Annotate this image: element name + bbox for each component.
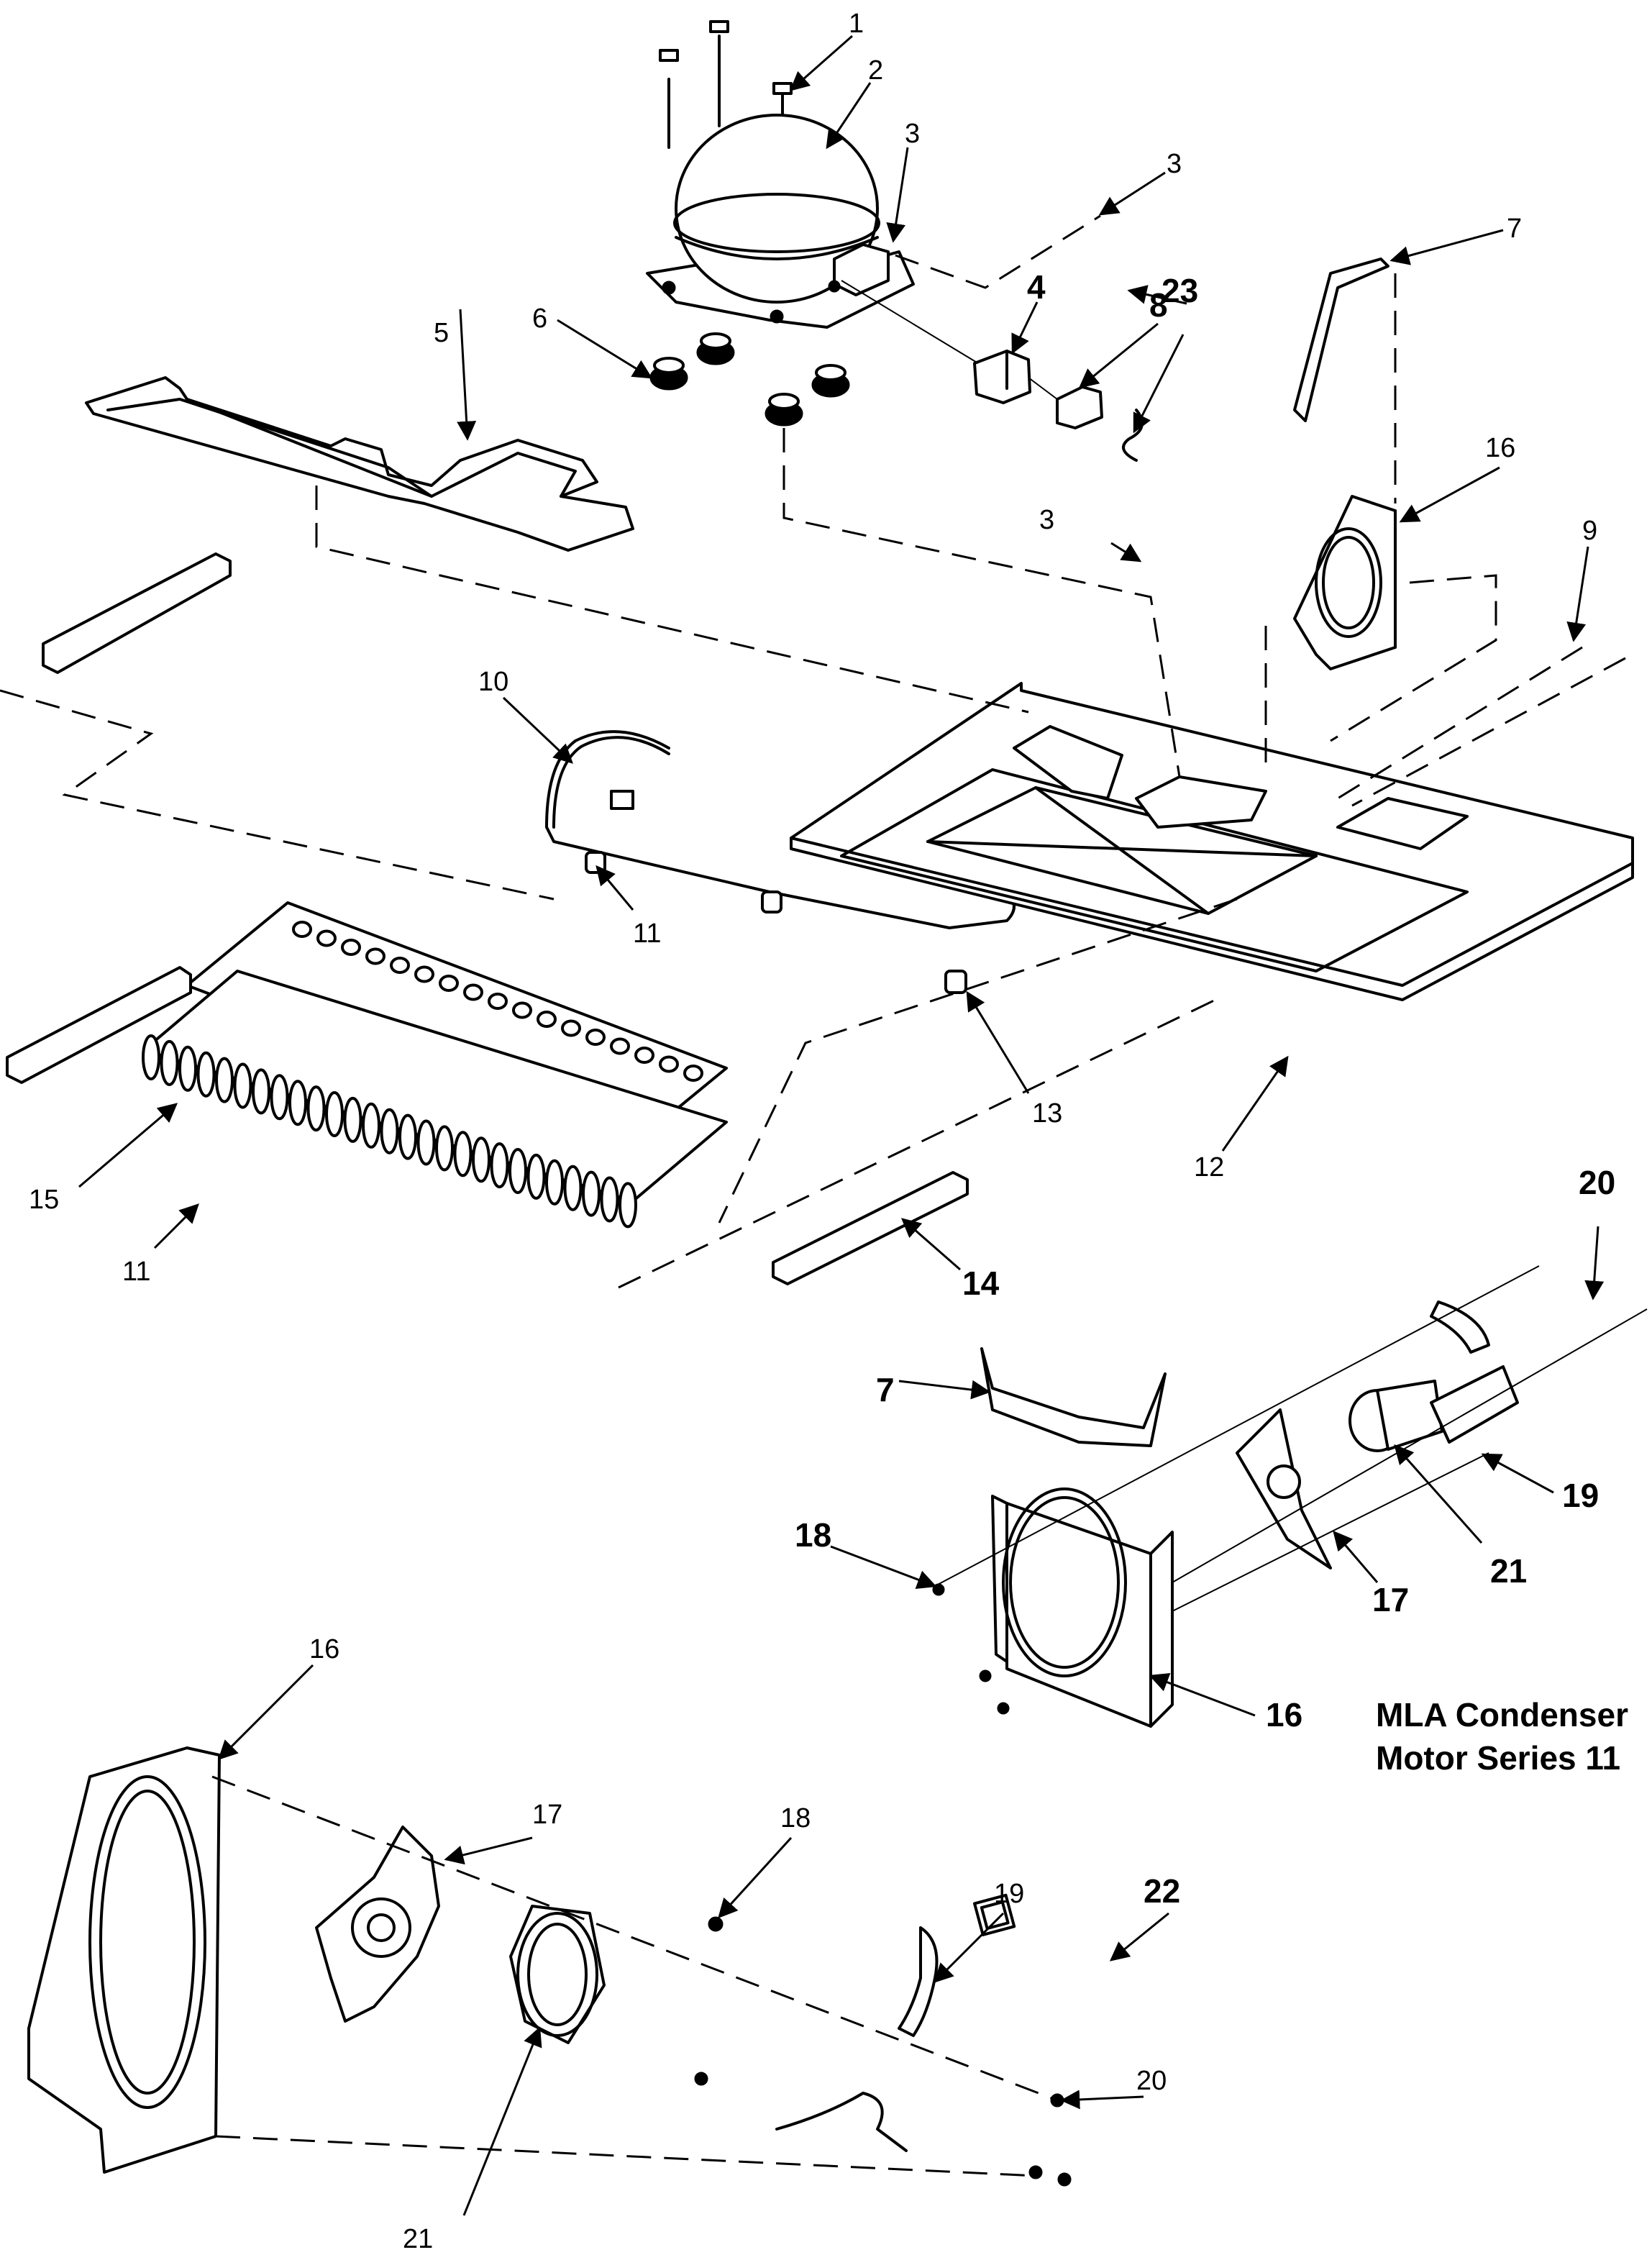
callout-7: 7	[1507, 214, 1522, 244]
coil-loop-upper	[341, 939, 361, 956]
coil-loop	[306, 1085, 326, 1132]
callout-22: 22	[1144, 1872, 1180, 1910]
coil-loop-upper	[488, 993, 508, 1010]
compressor	[646, 20, 915, 329]
callout-21: 21	[403, 2224, 433, 2254]
callout-18: 18	[795, 1516, 831, 1554]
coil-loop	[288, 1080, 307, 1126]
drain-pan	[85, 376, 634, 552]
callout-21: 21	[1490, 1552, 1527, 1590]
coil-loop	[453, 1131, 473, 1177]
coil-loop	[619, 1182, 637, 1229]
coil-loop	[196, 1051, 216, 1098]
callout-12: 12	[1194, 1152, 1224, 1183]
coil-loop-upper	[463, 983, 483, 1001]
caption-line-1: MLA Condenser	[1376, 1696, 1628, 1733]
callout-14: 14	[962, 1265, 1000, 1302]
callout-11: 11	[633, 919, 661, 949]
callout-labels: 1 2 3 3 3 4 5 6 7 7 8 9 10 11 11 12 13 1…	[29, 9, 1615, 2254]
lower-fan-assembly	[27, 1746, 1072, 2187]
callout-20: 20	[1579, 1164, 1615, 1201]
callout-17: 17	[532, 1800, 562, 1830]
coil-loop	[252, 1068, 270, 1115]
callout-5: 5	[434, 318, 449, 348]
coil-loop-upper	[634, 1047, 654, 1064]
callout-20: 20	[1136, 2066, 1167, 2096]
coil-loop-upper	[561, 1019, 581, 1037]
coil-loop	[582, 1170, 601, 1217]
callout-16: 16	[1266, 1696, 1302, 1733]
coil-loop-upper	[512, 1001, 532, 1019]
callout-19: 19	[994, 1879, 1024, 1909]
base-plate	[790, 682, 1634, 1001]
coil-loop	[142, 1034, 160, 1080]
coil-loop-upper	[683, 1065, 703, 1082]
coil-loop-upper	[365, 947, 385, 965]
callout-19: 19	[1562, 1477, 1599, 1514]
coil-loop	[343, 1096, 362, 1143]
upper-shroud	[1293, 258, 1397, 670]
callout-16: 16	[309, 1634, 339, 1664]
callout-18: 18	[780, 1803, 811, 1833]
callout-17: 17	[1372, 1581, 1409, 1618]
mla-motor-assembly	[932, 1300, 1519, 1728]
coil-loop	[526, 1153, 546, 1200]
coil-loop	[380, 1108, 399, 1154]
coil-loop	[472, 1136, 490, 1183]
coil-loop-upper	[292, 921, 312, 938]
coil-loop-upper	[316, 929, 337, 947]
callout-23: 23	[1162, 272, 1198, 309]
relay-and-overload	[841, 280, 1144, 462]
callout-3: 3	[905, 119, 920, 149]
callout-3: 3	[1167, 149, 1182, 179]
callout-2: 2	[868, 55, 883, 86]
callout-11: 11	[122, 1257, 150, 1287]
coil-loop	[416, 1119, 436, 1166]
coil-loop	[160, 1039, 179, 1086]
callout-8: 8	[1149, 286, 1168, 324]
coil-loop	[508, 1148, 527, 1194]
callout-7: 7	[876, 1371, 895, 1408]
callout-10: 10	[478, 667, 508, 697]
coil-loop-upper	[390, 957, 410, 974]
assembly-lines	[0, 214, 1648, 2177]
caption-line-2: Motor Series 11	[1376, 1739, 1620, 1777]
callout-13: 13	[1032, 1098, 1062, 1129]
coil-loop	[325, 1091, 344, 1137]
coil-loop-upper	[585, 1029, 606, 1046]
callout-1: 1	[849, 9, 864, 39]
coil-loop	[178, 1045, 197, 1092]
coil-loop	[362, 1102, 380, 1149]
coil-loop	[490, 1142, 509, 1189]
condenser-tube	[545, 730, 1016, 994]
rails	[6, 552, 969, 1285]
coil-loop	[215, 1057, 234, 1103]
coil-loop	[435, 1125, 454, 1172]
callout-4: 4	[1027, 268, 1046, 306]
coil-loop-upper	[610, 1037, 630, 1055]
condenser-coil	[142, 901, 728, 1229]
coil-loop	[563, 1165, 583, 1211]
callout-6: 6	[532, 304, 547, 334]
coil-loop	[398, 1113, 417, 1160]
coil-loop-upper	[537, 1011, 557, 1028]
coil-loop	[545, 1159, 564, 1206]
coil-loop-upper	[439, 975, 459, 992]
callout-leaders	[78, 35, 1605, 2216]
callout-16: 16	[1485, 433, 1515, 463]
coil-loop-upper	[414, 965, 434, 983]
grommets	[649, 332, 850, 427]
coil-loop	[270, 1074, 289, 1121]
coil-loop	[233, 1062, 252, 1109]
callout-15: 15	[29, 1185, 59, 1215]
coil-loop-upper	[659, 1055, 679, 1073]
coil-loop	[600, 1176, 619, 1223]
callout-3: 3	[1039, 505, 1054, 535]
callout-9: 9	[1582, 516, 1597, 546]
